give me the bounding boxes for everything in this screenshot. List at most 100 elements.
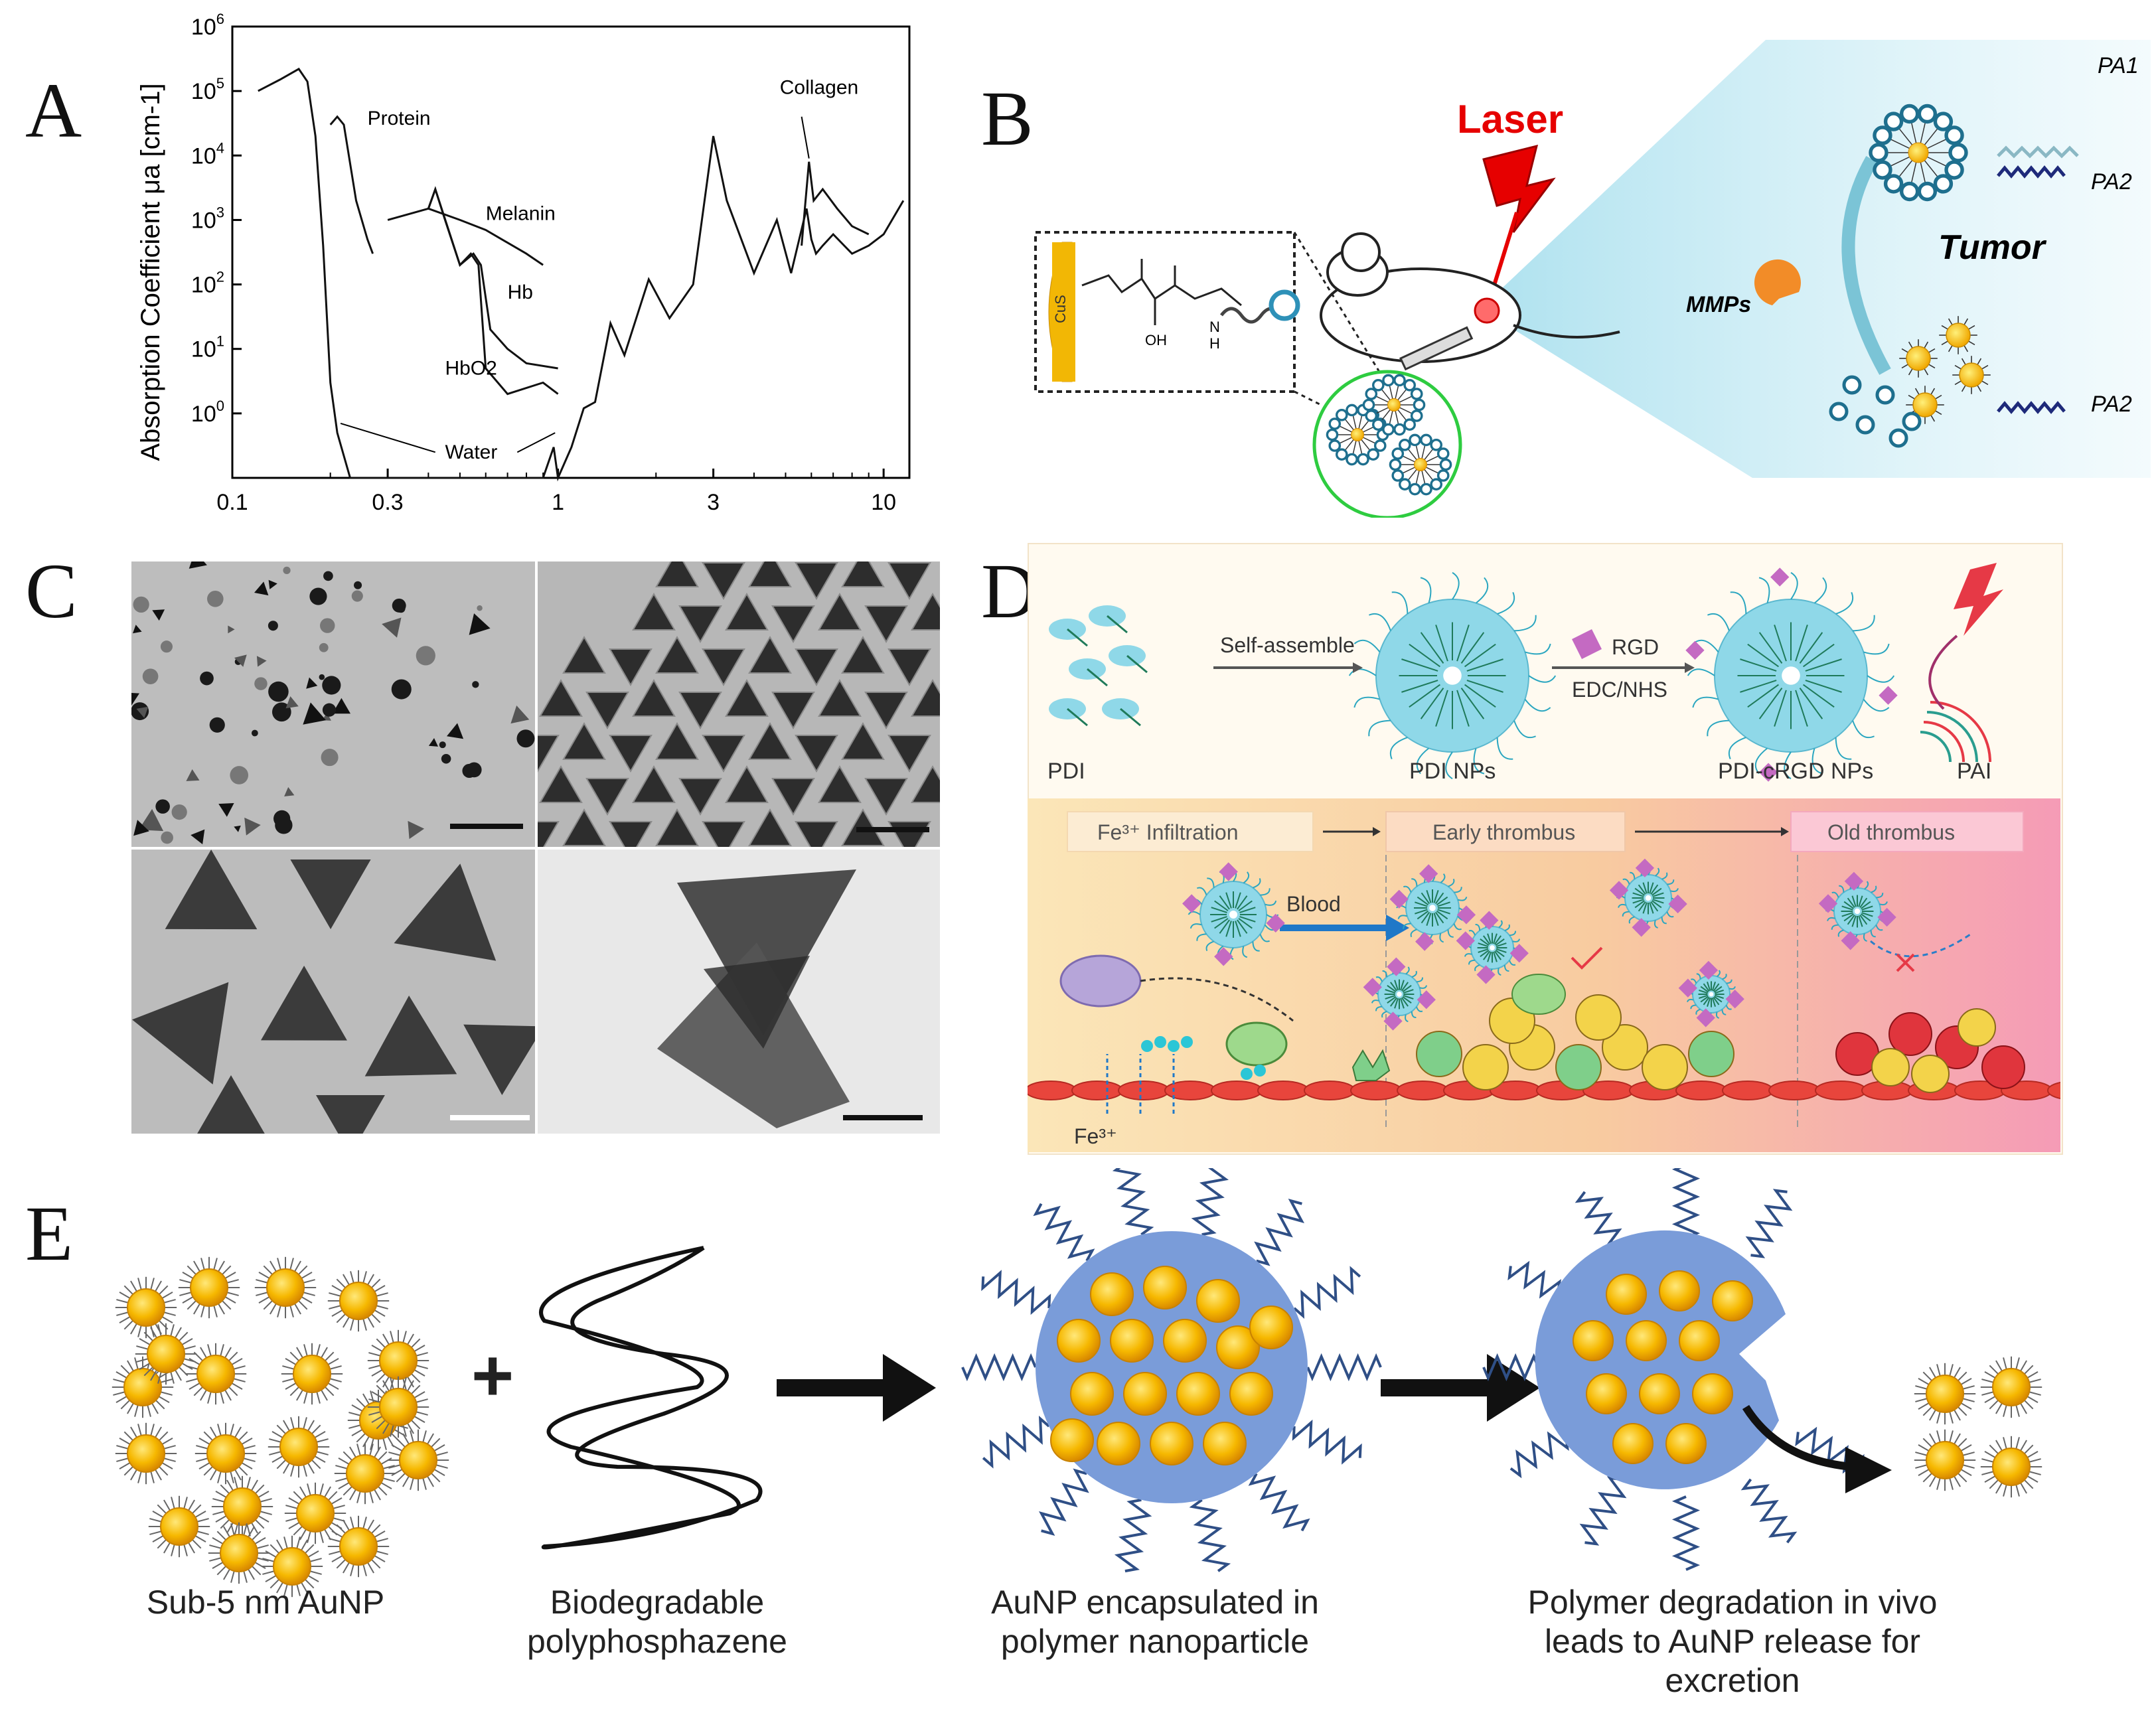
free-peptide-ring — [1875, 385, 1895, 405]
thrombus-cell — [1911, 1055, 1950, 1093]
erythrocyte — [1888, 1012, 1932, 1056]
nanoprism — [364, 996, 457, 1077]
disassembly-arrow — [1841, 156, 1891, 375]
nanoplate — [186, 769, 200, 781]
nanoprism — [290, 860, 371, 929]
nanoplate — [142, 668, 159, 684]
nanoplate — [254, 581, 269, 596]
stage-box-early — [1385, 811, 1626, 852]
nanoplate — [447, 723, 464, 739]
nanoprism — [887, 562, 931, 600]
thrombus-cell — [1871, 1048, 1910, 1086]
released-gold-nanoparticle — [1980, 1356, 2042, 1418]
nanoprism — [911, 679, 940, 717]
nanoplate — [306, 677, 318, 689]
mmps-label: MMPs — [1686, 292, 1751, 317]
laser-bolt-icon — [1954, 563, 2003, 636]
nanoprism — [841, 722, 885, 760]
nanoprism — [748, 636, 792, 674]
tem-image-top-right — [538, 561, 940, 847]
encapsulated-gold-nanoparticle — [1659, 1270, 1700, 1311]
platelet-icon — [1511, 974, 1566, 1015]
encapsulated-gold-nanoparticle — [1090, 1272, 1134, 1316]
nanoplate — [382, 617, 402, 638]
nanoprism — [165, 850, 258, 930]
nanoprism — [655, 808, 699, 846]
nanoprism — [261, 966, 347, 1041]
panel-label-c: C — [25, 548, 78, 635]
nanoprism — [702, 735, 745, 773]
nanoplate — [309, 587, 327, 605]
y-tick-label: 103 — [191, 204, 224, 233]
edc-nhs-label: EDC/NHS — [1572, 678, 1667, 702]
annotation-hb: Hb — [508, 281, 533, 303]
gold-nanoparticle — [268, 1416, 330, 1478]
y-tick-label: 105 — [191, 75, 224, 104]
overlapping-prism-a — [677, 869, 856, 1035]
scale-bar — [843, 1115, 923, 1120]
thrombus-cell — [1416, 1031, 1462, 1077]
polymer-brush — [1579, 1476, 1627, 1546]
nanoplate — [428, 738, 438, 747]
nanoprism — [562, 808, 606, 846]
encapsulated-gold-nanoparticle — [1070, 1372, 1114, 1416]
nanoprism — [771, 778, 815, 816]
nanoprism — [702, 821, 745, 847]
caption-encapsulated-text: AuNP encapsulated in polymer nanoparticl… — [991, 1584, 1319, 1660]
encapsulated-gold-nanoparticle — [1176, 1372, 1220, 1416]
nanoplate — [209, 717, 225, 733]
nanoprism — [864, 605, 908, 643]
nanoplate — [251, 729, 258, 737]
series-line-water — [258, 67, 905, 482]
pa1-label: PA1 — [2098, 53, 2139, 78]
endothelial-cell — [1071, 1081, 1123, 1100]
endothelial-cell — [1028, 1081, 1077, 1100]
stage-box-old — [1790, 811, 2024, 852]
nanoplate — [462, 763, 477, 779]
polymer-chain-icon — [539, 1246, 763, 1550]
annotation-water: Water — [445, 441, 497, 463]
gold-nanoparticle — [115, 1276, 177, 1339]
nanoplate — [408, 820, 425, 840]
annotation-collagen: Collagen — [780, 77, 858, 99]
nanoplate — [268, 681, 289, 702]
pdi-crgd-nanoparticle — [1363, 957, 1436, 1031]
caption-polymer-text: Biodegradable polyphosphazene — [527, 1584, 787, 1660]
nanoprism — [748, 561, 792, 587]
nanoprism — [632, 679, 676, 717]
polymer-brush — [1745, 1189, 1793, 1258]
cross-mark-icon — [1896, 953, 1915, 972]
nanoplate — [171, 804, 187, 820]
panel-d-schematic: Self-assemble RGD EDC/NHS PDI PDI NPs PD… — [1028, 563, 2060, 1152]
nanoplate — [510, 706, 530, 724]
nanoprism — [463, 1024, 535, 1095]
nanoplate — [200, 671, 214, 686]
encapsulated-gold-nanoparticle — [1143, 1266, 1187, 1309]
gold-nanoparticle — [284, 1482, 346, 1544]
nanoplate — [256, 656, 267, 667]
panel-e-schematic: + — [112, 1168, 2042, 1598]
encapsulated-gold-nanoparticle — [1150, 1422, 1194, 1465]
encapsulated-gold-nanoparticle — [1586, 1373, 1627, 1414]
series-line-protein — [329, 115, 374, 254]
fe-ions — [1141, 1036, 1266, 1080]
polymer-brush — [1248, 1473, 1310, 1532]
y-tick-label: 106 — [191, 13, 224, 40]
nanoplate — [332, 698, 350, 714]
nanoprism — [725, 765, 769, 803]
series-line-melanin — [387, 207, 544, 266]
nanoprism — [911, 765, 940, 803]
gold-nanoparticle — [387, 1429, 449, 1491]
nanoplate — [136, 706, 149, 718]
nanoprism — [911, 593, 940, 631]
polymer-brush — [1671, 1495, 1701, 1571]
release-arrow — [1742, 1404, 1853, 1471]
scale-bar — [450, 1115, 530, 1120]
nanoplate — [206, 590, 224, 607]
nanoprism — [655, 722, 699, 760]
nanoplate — [285, 696, 299, 709]
structure-inset — [1034, 231, 1296, 393]
nanoprism — [887, 735, 931, 773]
nanoprism — [132, 982, 229, 1084]
